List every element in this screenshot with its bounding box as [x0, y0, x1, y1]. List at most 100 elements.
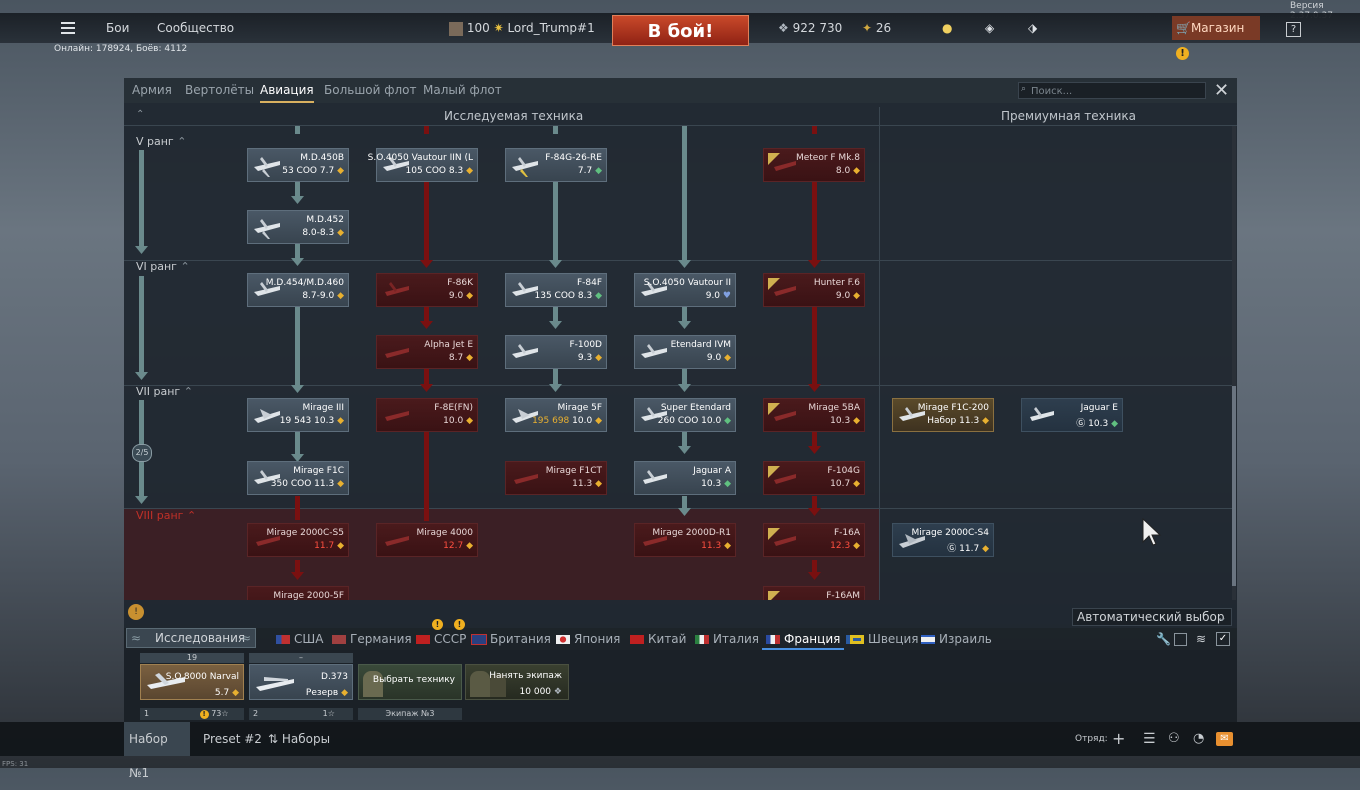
tab-helicopters[interactable]: Вертолёты [185, 83, 255, 97]
plane-icon [254, 409, 280, 423]
hire-crew-slot[interactable]: Нанять экипаж 10 000 ❖ [465, 664, 569, 700]
divider [879, 107, 880, 125]
vehicle-card-f84g[interactable]: F-84G-26-RE 7.7 ◆ [505, 148, 607, 182]
chevrons-icon: ≈ [240, 631, 251, 645]
plane-icon [254, 219, 280, 239]
list-icon[interactable]: ☰ [1143, 731, 1156, 747]
scrollbar-track[interactable] [1232, 126, 1236, 600]
nation-tab-china[interactable]: Китай [630, 628, 686, 650]
vehicle-card-mirage-iii[interactable]: Mirage III 19 543 10.3 ◆ [247, 398, 349, 432]
gold-balance[interactable]: ✦ 26 [862, 21, 892, 35]
tab-aviation[interactable]: Авиация [260, 78, 314, 103]
nation-tab-france[interactable]: Франция [762, 628, 845, 650]
research-tab-button[interactable]: ≈ Исследования ≈ [126, 628, 256, 648]
vehicle-card-mirage-5f[interactable]: Mirage 5F 195 698 10.0 ◆ [505, 398, 607, 432]
vehicle-card-super-etendard[interactable]: Super Etendard 260 COO 10.0 ◆ [634, 398, 736, 432]
crew-slot-2[interactable]: D.373 Резерв ◆ [249, 664, 353, 700]
check-icon[interactable]: ✓ [1216, 632, 1230, 646]
collapse-all-icon[interactable]: ⌃ [136, 109, 145, 120]
vehicle-card-f86k[interactable]: F-86K 9.0 ◆ [376, 273, 478, 307]
nation-tab-sweden[interactable]: Швеция [846, 628, 918, 650]
coupon-icon[interactable]: ⬗ [1028, 21, 1038, 35]
wrench-icon[interactable]: 🔧 [1156, 632, 1171, 646]
vehicle-card-mirage-f1c200[interactable]: Mirage F1C-200 Набор 11.3 ◆ [892, 398, 994, 432]
nation-tab-italy[interactable]: Италия [695, 628, 759, 650]
tab-army[interactable]: Армия [132, 83, 172, 97]
fps-counter: FPS: 31 [2, 760, 29, 768]
tab-bluewater-fleet[interactable]: Большой флот [324, 83, 417, 97]
nation-bar: ≈ Исследования ≈ США Германия СССР ! Бри… [124, 619, 1237, 650]
community-menu[interactable]: Сообщество [157, 21, 235, 35]
nation-tab-israel[interactable]: Израиль [921, 628, 992, 650]
vehicle-card-f16am[interactable]: F-16AM [763, 586, 865, 600]
mail-icon[interactable]: ✉ [1216, 732, 1233, 746]
research-alert-icon[interactable]: ! [128, 604, 144, 620]
vehicle-card-meteor[interactable]: Meteor F Mk.8 8.0 ◆ [763, 148, 865, 182]
plane-icon [254, 282, 280, 296]
vehicle-card-f84f[interactable]: F-84F 135 COO 8.3 ◆ [505, 273, 607, 307]
nation-tab-britain[interactable]: Британия ! [454, 619, 551, 650]
vehicle-card-mirage-f1ct[interactable]: Mirage F1CT 11.3 ◆ [505, 461, 607, 495]
vehicle-card-f104g[interactable]: F-104G 10.7 ◆ [763, 461, 865, 495]
rank-8-label[interactable]: VIII ранг ⌃ [136, 509, 197, 522]
vehicle-card-etendard[interactable]: Etendard IVM 9.0 ◆ [634, 335, 736, 369]
help-icon[interactable]: ? [1286, 13, 1301, 43]
plane-icon [512, 409, 538, 423]
rank-6-label[interactable]: VI ранг ⌃ [136, 260, 190, 273]
vehicle-card-mirage-2000c-s4[interactable]: Mirage 2000C-S4 Ⓖ 11.7 ◆ [892, 523, 994, 557]
tech-tree[interactable]: V ранг ⌃ VI ранг ⌃ VII ранг ⌃ VIII ранг … [124, 126, 1234, 600]
scrollbar-thumb[interactable] [1232, 386, 1236, 586]
filter-icon[interactable]: ≋ [1196, 632, 1207, 646]
vehicle-card-mirage-5ba[interactable]: Mirage 5BA 10.3 ◆ [763, 398, 865, 432]
nation-tab-ussr[interactable]: СССР ! [416, 619, 466, 650]
vehicle-card-vautour-iin[interactable]: S.O.4050 Vautour IIN (L 105 COO 8.3 ◆ [368, 148, 478, 182]
battles-menu[interactable]: Бои [106, 21, 130, 35]
shop-button[interactable]: 🛒Магазин ! [1172, 16, 1260, 60]
vehicle-card-vautour-ii[interactable]: S.O.4050 Vautour II 9.0 ♥ [634, 273, 736, 307]
nation-tab-germany[interactable]: Германия [332, 628, 412, 650]
vehicle-card-mirage-2000-5f[interactable]: Mirage 2000-5F [247, 586, 349, 600]
vehicle-card-mirage-4000[interactable]: Mirage 4000 12.7 ◆ [376, 523, 478, 557]
decals-icon[interactable]: ◈ [985, 21, 995, 35]
vehicle-card-mirage-f1c[interactable]: Mirage F1C 350 COO 11.3 ◆ [247, 461, 349, 495]
presets-button[interactable]: ⇅ Наборы [268, 732, 331, 746]
silver-lions-icon: ❖ [778, 21, 789, 35]
to-battle-button[interactable]: В бой! [612, 15, 749, 46]
vehicle-card-md454[interactable]: M.D.454/M.D.460 8.7-9.0 ◆ [247, 273, 349, 307]
search-input[interactable]: Поиск... [1018, 82, 1206, 99]
nation-tab-usa[interactable]: США [276, 628, 323, 650]
lightbulb-icon[interactable]: ● [942, 21, 953, 35]
plane-icon [641, 344, 667, 358]
tab-coastal-fleet[interactable]: Малый флот [423, 83, 502, 97]
rank-7-label[interactable]: VII ранг ⌃ [136, 385, 193, 398]
contacts-icon[interactable]: ⚇ [1168, 731, 1180, 746]
vehicle-card-f100d[interactable]: F-100D 9.3 ◆ [505, 335, 607, 369]
vehicle-card-jaguar-a[interactable]: Jaguar A 10.3 ◆ [634, 461, 736, 495]
vehicle-card-mirage-2000d-r1[interactable]: Mirage 2000D-R1 11.3 ◆ [634, 523, 736, 557]
chat-icon[interactable]: ◔ [1193, 731, 1205, 746]
select-vehicle-slot[interactable]: Выбрать технику [358, 664, 462, 700]
menu-icon[interactable] [60, 13, 78, 43]
preset-1-tab[interactable]: Набор №1 [124, 722, 190, 780]
player-profile[interactable]: 100 ✷ Lord_Trump#1 [449, 13, 595, 43]
add-squad-icon[interactable]: + [1112, 729, 1126, 748]
plane-icon [254, 157, 280, 177]
nation-tab-japan[interactable]: Япония [556, 628, 620, 650]
rank-5-label[interactable]: V ранг ⌃ [136, 135, 187, 148]
silver-balance[interactable]: ❖ 922 730 [778, 21, 843, 35]
vehicle-card-f8e[interactable]: F-8E(FN) 10.0 ◆ [376, 398, 478, 432]
checkbox[interactable] [1174, 633, 1187, 646]
vehicle-card-alpha-jet[interactable]: Alpha Jet E 8.7 ◆ [376, 335, 478, 369]
crew-slot-1[interactable]: S.O.8000 Narval 5.7 ◆ [140, 664, 244, 700]
auto-select-dropdown[interactable]: Автоматический выбор ⌄ [1072, 608, 1232, 626]
vehicle-card-jaguar-e[interactable]: Jaguar E Ⓖ 10.3 ◆ [1021, 398, 1123, 432]
vehicle-card-f16a[interactable]: F-16A 12.3 ◆ [763, 523, 865, 557]
vehicle-card-md450b[interactable]: M.D.450B 53 COO 7.7 ◆ [247, 148, 349, 182]
vehicle-card-md452[interactable]: M.D.452 8.0-8.3 ◆ [247, 210, 349, 244]
close-icon[interactable]: ✕ [1214, 80, 1230, 101]
vehicle-card-mirage-2000c-s5[interactable]: Mirage 2000C-S5 11.7 ◆ [247, 523, 349, 557]
plane-icon [641, 282, 667, 296]
preset-2-tab[interactable]: Preset #2 [203, 732, 262, 746]
vehicle-card-hunter[interactable]: Hunter F.6 9.0 ◆ [763, 273, 865, 307]
slot-footer: 1 ! 73☆ [140, 708, 244, 720]
